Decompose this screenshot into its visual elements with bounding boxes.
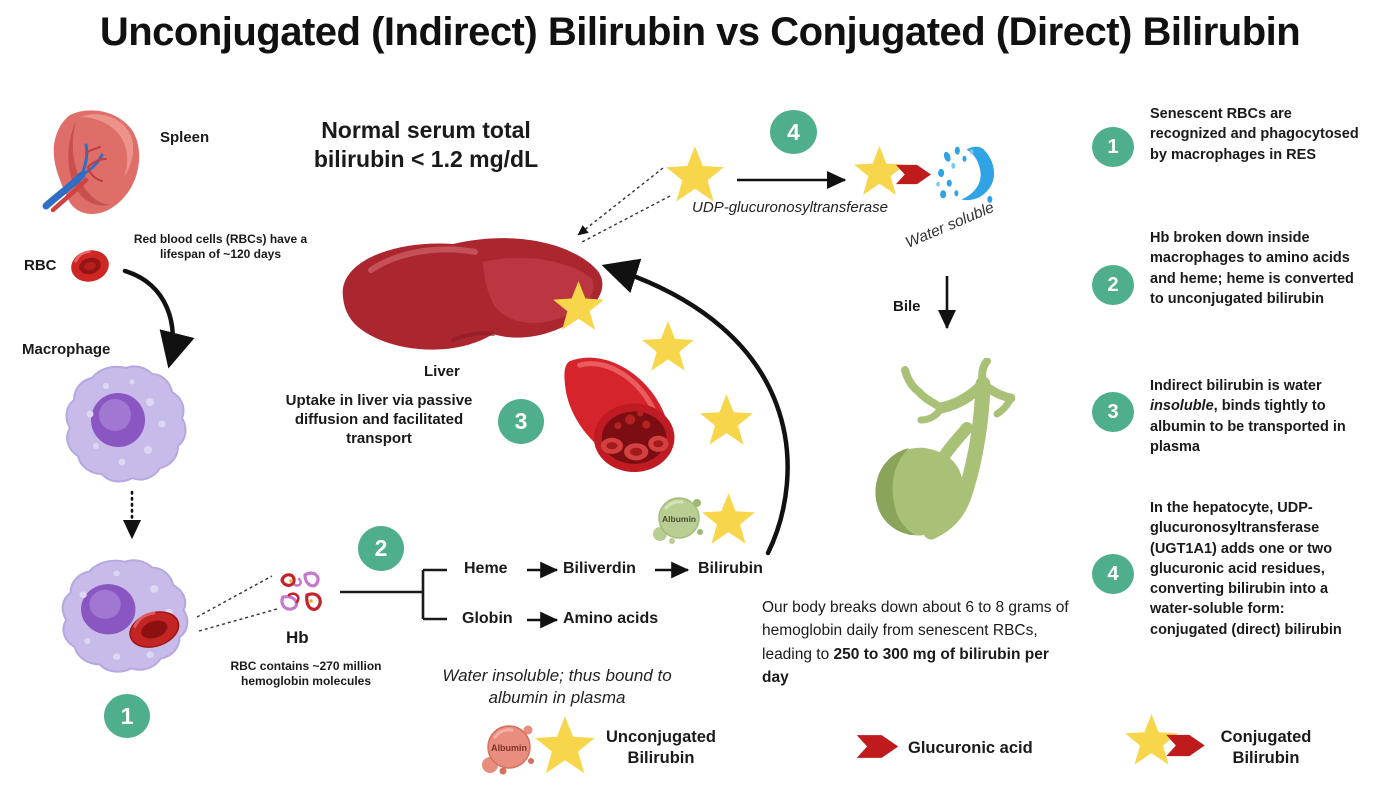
- legend-conjugated-chevron-icon: [1166, 734, 1205, 757]
- serum-bilirubin-note: Normal serum total bilirubin < 1.2 mg/dL: [313, 117, 539, 172]
- unconjugated-star-icon: [666, 146, 724, 202]
- step4-badge-diagram: 4: [770, 110, 817, 154]
- legend-unconjugated-star-icon: [535, 716, 595, 774]
- steplist-number-1: 1: [1107, 135, 1119, 158]
- breakdown-bold: 250 to 300 mg of bilirubin per day: [762, 645, 1049, 686]
- liver-label: Liver: [424, 363, 460, 380]
- step2-badge-diagram: 2: [358, 526, 404, 571]
- heme-label: Heme: [464, 560, 508, 577]
- bilirubin-star-icon: [553, 281, 604, 330]
- step1-badge-number: 1: [120, 702, 134, 729]
- step1-badge-diagram: 1: [104, 694, 150, 738]
- bilirubin-star-icon: [702, 493, 755, 544]
- water-insoluble-note: Water insoluble; thus bound to albumin i…: [442, 666, 672, 708]
- albumin-green-icon: Albumin: [653, 497, 703, 544]
- hb-label: Hb: [286, 628, 309, 647]
- hb-note: RBC contains ~270 million hemoglobin mol…: [230, 659, 382, 688]
- gallbladder-biliary-icon: [875, 358, 1015, 540]
- breakdown-text: Our body breaks down about 6 to 8 grams …: [762, 599, 1069, 663]
- steplist-number-4: 4: [1107, 562, 1119, 585]
- page-title: Unconjugated (Indirect) Bilirubin vs Con…: [99, 10, 1301, 54]
- step3-badge-number: 3: [514, 408, 528, 434]
- dashline-macrophage-to-hb-1: [196, 575, 273, 618]
- liver-uptake-note: Uptake in liver via passive diffusion an…: [285, 392, 473, 447]
- water-soluble-label: Water soluble: [903, 199, 997, 252]
- steplist-text-3-post: , binds tightly to albumin to be transpo…: [1150, 398, 1346, 455]
- steplist-text-3-pre: Indirect bilirubin is water: [1150, 378, 1322, 394]
- legend-conjugated-label: Conjugated Bilirubin: [1220, 728, 1312, 767]
- bile-label: Bile: [893, 298, 921, 315]
- steplist-text-2: Hb broken down inside macrophages to ami…: [1150, 230, 1354, 307]
- rbc-label: RBC: [24, 257, 57, 274]
- arrow-rbc-to-macrophage: [122, 268, 195, 369]
- hemoglobin-breakdown-note: Our body breaks down about 6 to 8 grams …: [762, 596, 1074, 689]
- amino-acids-label: Amino acids: [563, 610, 659, 627]
- steplist-text-4: In the hepatocyte, UDP-glucuronosyltrans…: [1150, 500, 1342, 638]
- step4-badge-number: 4: [787, 118, 800, 145]
- globin-label: Globin: [462, 610, 513, 627]
- macrophage-icon: [65, 365, 187, 483]
- albumin-salmon-icon: Albumin: [482, 725, 534, 775]
- hemoglobin-molecule-icon: [280, 571, 322, 611]
- albumin-green-label: Albumin: [662, 514, 696, 524]
- hb-branch-bracket: [340, 568, 447, 621]
- steplist-badge-1: 1: [1092, 127, 1134, 167]
- legend-glucuronic-label: Glucuronic acid: [908, 739, 1033, 757]
- udp-enzyme-label: UDP-glucuronosyltransferase: [692, 199, 888, 216]
- rbc-icon: [71, 250, 109, 282]
- bilirubin-star-icon: [700, 394, 753, 445]
- steplist-text-3: Indirect bilirubin is water insoluble, b…: [1150, 376, 1362, 457]
- steplist-badge-4: 4: [1092, 554, 1134, 594]
- macrophage-label: Macrophage: [22, 341, 111, 358]
- water-splash-icon: [936, 146, 995, 203]
- spleen-label: Spleen: [160, 129, 210, 146]
- albumin-salmon-label: Albumin: [491, 743, 527, 753]
- legend-glucuronic-icon: [856, 735, 899, 758]
- engulfed-rbc: [129, 611, 180, 648]
- bilirubin-star-icon: [642, 321, 694, 371]
- bilirubin-label: Bilirubin: [698, 560, 763, 577]
- legend-unconjugated-label: Unconjugated Bilirubin: [606, 728, 716, 767]
- steplist-text-3-italic: insoluble: [1150, 398, 1214, 415]
- glucuronic-acid-icon: [896, 164, 931, 185]
- spleen-icon: [42, 110, 140, 214]
- rbc-lifespan-note: Red blood cells (RBCs) have a lifespan o…: [133, 232, 308, 261]
- biliverdin-label: Biliverdin: [563, 560, 636, 577]
- step2-badge-number: 2: [374, 535, 388, 561]
- steplist-number-3: 3: [1107, 400, 1119, 423]
- steplist-text-1: Senescent RBCs are recognized and phagoc…: [1150, 106, 1359, 163]
- macrophage-engulfing-rbc-icon: [61, 559, 189, 673]
- steplist-number-2: 2: [1107, 273, 1119, 296]
- steplist-badge-2: 2: [1092, 265, 1134, 305]
- step3-badge-diagram: 3: [498, 399, 544, 444]
- dashline-macrophage-to-hb-2: [198, 608, 278, 632]
- steplist-badge-3: 3: [1092, 392, 1134, 432]
